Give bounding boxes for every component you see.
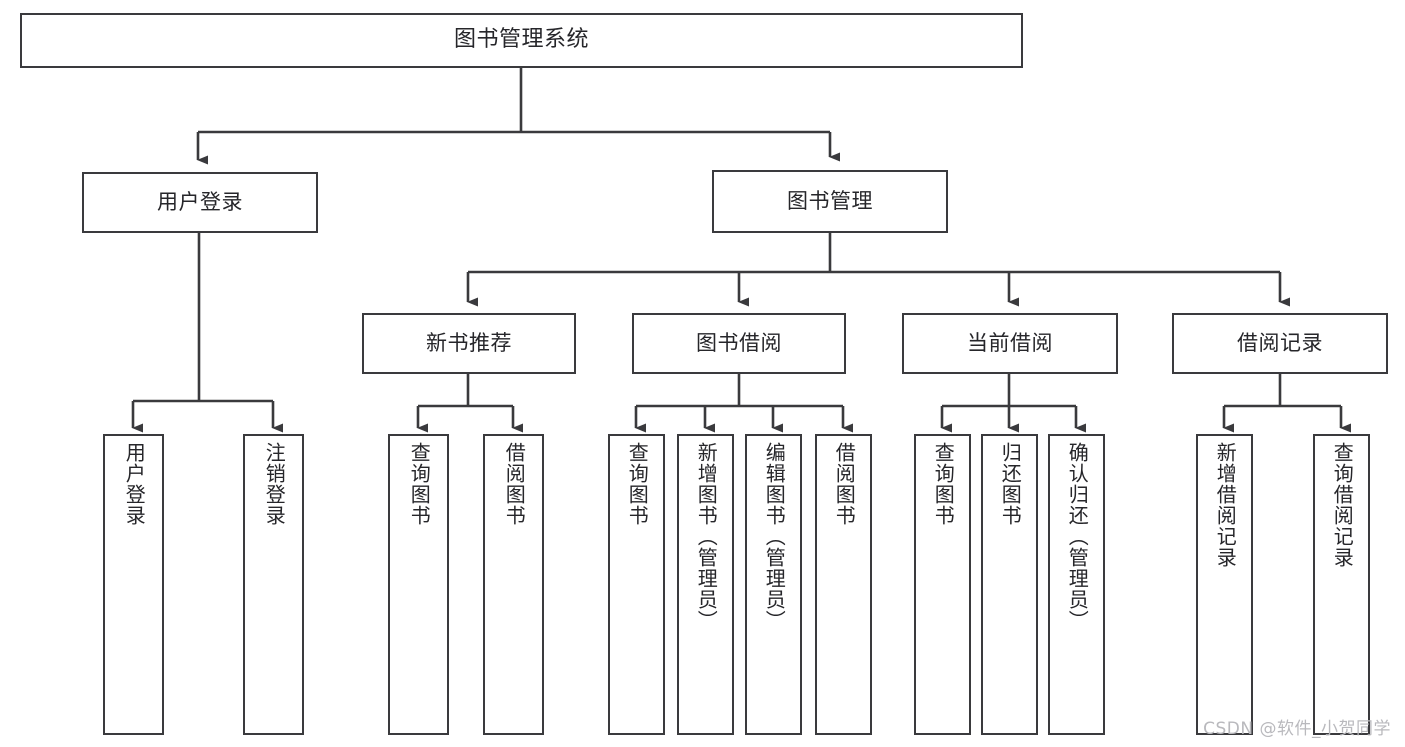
node-label: 新增图书（管理员） [694,442,719,631]
node-label: 新书推荐 [426,330,512,355]
node-label: 归还图书 [998,442,1023,526]
node-label: 用户登录 [157,189,243,214]
leaf-user-login-logout[interactable]: 注销登录 [243,434,304,735]
leaf-book-borrow-add[interactable]: 新增图书（管理员） [677,434,734,735]
node-label: 查询图书 [407,442,432,526]
node-label: 新增借阅记录 [1213,442,1238,568]
node-label: 编辑图书（管理员） [762,442,787,631]
node-label: 图书管理 [787,188,873,213]
node-borrow-record[interactable]: 借阅记录 [1172,313,1388,374]
node-label: 图书借阅 [696,330,782,355]
node-label: 借阅图书 [832,442,857,526]
node-label: 图书管理系统 [453,27,589,53]
leaf-current-borrow-query[interactable]: 查询图书 [914,434,971,735]
node-label: 查询图书 [625,442,650,526]
node-book-management[interactable]: 图书管理 [712,170,948,233]
leaf-current-borrow-confirm-return[interactable]: 确认归还（管理员） [1048,434,1105,735]
node-label: 借阅图书 [502,442,527,526]
node-book-borrow[interactable]: 图书借阅 [632,313,846,374]
leaf-new-book-borrow[interactable]: 借阅图书 [483,434,544,735]
node-label: 确认归还（管理员） [1065,442,1090,631]
leaf-current-borrow-return[interactable]: 归还图书 [981,434,1038,735]
node-label: 当前借阅 [967,330,1053,355]
leaf-borrow-record-query[interactable]: 查询借阅记录 [1313,434,1370,735]
node-label: 查询图书 [931,442,956,526]
node-label: 借阅记录 [1237,330,1323,355]
leaf-borrow-record-add[interactable]: 新增借阅记录 [1196,434,1253,735]
csdn-watermark: CSDN @软件_小贺同学 [1203,719,1391,739]
leaf-user-login-login[interactable]: 用户登录 [103,434,164,735]
node-label: 用户登录 [122,442,147,526]
node-user-login[interactable]: 用户登录 [82,172,318,233]
node-root-system[interactable]: 图书管理系统 [20,13,1023,68]
leaf-book-borrow-borrow[interactable]: 借阅图书 [815,434,872,735]
leaf-book-borrow-query[interactable]: 查询图书 [608,434,665,735]
leaf-new-book-query[interactable]: 查询图书 [388,434,449,735]
leaf-book-borrow-edit[interactable]: 编辑图书（管理员） [745,434,802,735]
node-label: 注销登录 [262,442,287,526]
node-label: 查询借阅记录 [1330,442,1355,568]
node-new-book-recommend[interactable]: 新书推荐 [362,313,576,374]
node-current-borrow[interactable]: 当前借阅 [902,313,1118,374]
